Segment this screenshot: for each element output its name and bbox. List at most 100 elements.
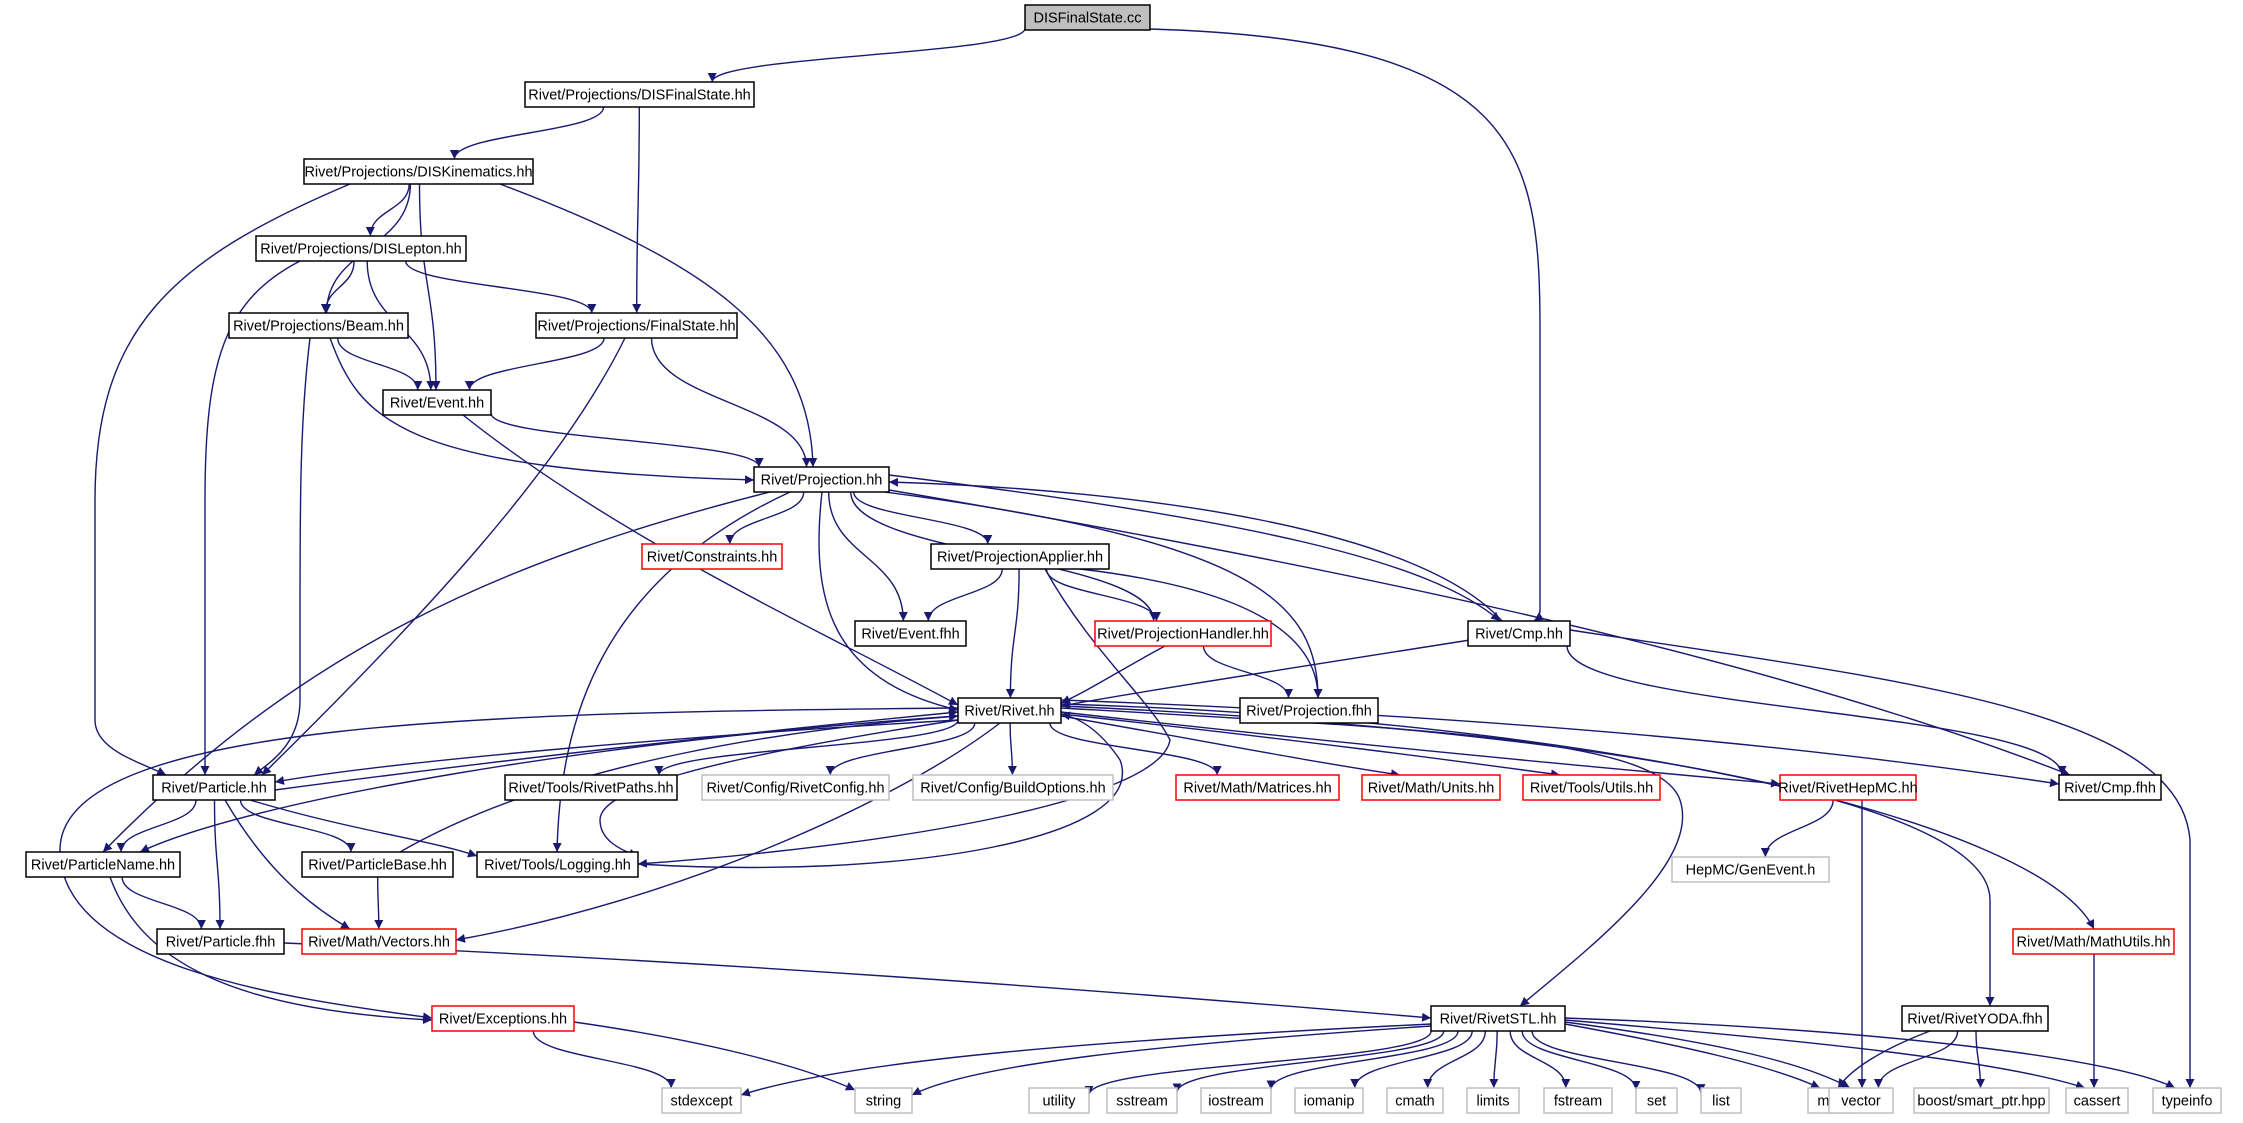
node-box-dkin — [303, 158, 534, 185]
node-boost[interactable]: boost/smart_ptr.hpp — [1913, 1087, 2050, 1114]
node-box-bopt — [912, 774, 1114, 801]
node-box-paths — [504, 774, 678, 801]
node-eventfhh[interactable]: Rivet/Event.fhh — [854, 620, 967, 647]
node-units[interactable]: Rivet/Math/Units.hh — [1361, 774, 1501, 801]
node-projfhh[interactable]: Rivet/Projection.fhh — [1239, 697, 1379, 724]
node-label-stl: Rivet/RivetSTL.hh — [1440, 1012, 1557, 1028]
node-box-typeinfo — [2152, 1087, 2222, 1114]
node-paths[interactable]: Rivet/Tools/RivetPaths.hh — [504, 774, 678, 801]
edge-particle-logging — [249, 799, 478, 858]
node-label-typeinfo: typeinfo — [2162, 1094, 2213, 1110]
node-rivet[interactable]: Rivet/Rivet.hh — [957, 697, 1062, 724]
node-constr[interactable]: Rivet/Constraints.hh — [641, 543, 783, 570]
node-fstream[interactable]: fstream — [1543, 1087, 1613, 1114]
edge-rivet-yoda — [1060, 705, 1995, 1006]
edge-cmp-typeinfo — [1569, 629, 2195, 1088]
node-box-units — [1361, 774, 1501, 801]
node-stl[interactable]: Rivet/RivetSTL.hh — [1430, 1005, 1566, 1032]
node-box-projfhh — [1239, 697, 1379, 724]
node-particle[interactable]: Rivet/Particle.hh — [152, 774, 276, 801]
edge-proj-rivet — [818, 491, 959, 713]
node-label-cmp: Rivet/Cmp.hh — [1475, 627, 1563, 643]
edge-pname-pfhh — [121, 876, 206, 930]
node-cmath[interactable]: cmath — [1386, 1087, 1444, 1114]
node-label-utils: Rivet/Tools/Utils.hh — [1530, 781, 1653, 797]
edge-proj-cmp — [888, 474, 1501, 622]
node-pbase[interactable]: Rivet/ParticleBase.hh — [301, 851, 454, 878]
node-root[interactable]: DISFinalState.cc — [1024, 4, 1151, 31]
edge-papp-projfhh — [1079, 568, 1323, 699]
node-dkin[interactable]: Rivet/Projections/DISKinematics.hh — [303, 158, 534, 185]
node-box-stl — [1430, 1005, 1566, 1032]
node-hepmc[interactable]: Rivet/RivetHepMC.hh — [1778, 774, 1918, 801]
node-label-units: Rivet/Math/Units.hh — [1368, 781, 1495, 797]
node-dfs[interactable]: Rivet/Projections/DISFinalState.hh — [524, 81, 755, 108]
edge-exc-stdexcept — [532, 1030, 676, 1089]
node-label-event: Rivet/Event.hh — [390, 396, 484, 412]
node-pname[interactable]: Rivet/ParticleName.hh — [25, 851, 181, 878]
node-list[interactable]: list — [1700, 1087, 1742, 1114]
node-box-cmpfhh — [2058, 774, 2162, 801]
node-vectors[interactable]: Rivet/Math/Vectors.hh — [301, 928, 457, 955]
node-papp[interactable]: Rivet/ProjectionApplier.hh — [930, 543, 1110, 570]
node-genevent[interactable]: HepMC/GenEvent.h — [1671, 856, 1830, 883]
edge-dkin-proj — [499, 183, 818, 468]
node-set[interactable]: set — [1635, 1087, 1678, 1114]
node-fs[interactable]: Rivet/Projections/FinalState.hh — [535, 312, 738, 339]
edge-particle-pbase — [239, 799, 356, 853]
edge-phand-rivet — [1060, 645, 1166, 704]
node-string[interactable]: string — [854, 1087, 913, 1114]
node-cassert[interactable]: cassert — [2065, 1087, 2129, 1114]
node-label-cassert: cassert — [2074, 1094, 2121, 1110]
node-cmpfhh[interactable]: Rivet/Cmp.fhh — [2058, 774, 2162, 801]
node-phand[interactable]: Rivet/ProjectionHandler.hh — [1094, 620, 1272, 647]
edge-hepmc-genevent — [1760, 799, 1834, 858]
node-box-rivet — [957, 697, 1062, 724]
node-iostream[interactable]: iostream — [1200, 1087, 1272, 1114]
node-box-root — [1024, 4, 1151, 31]
node-mathutils[interactable]: Rivet/Math/MathUtils.hh — [2012, 928, 2175, 955]
edge-stl-cmath — [1423, 1030, 1486, 1089]
node-exc[interactable]: Rivet/Exceptions.hh — [431, 1005, 575, 1032]
node-label-genevent: HepMC/GenEvent.h — [1686, 863, 1816, 879]
node-vector[interactable]: vector — [1828, 1087, 1894, 1114]
node-label-pname: Rivet/ParticleName.hh — [31, 858, 175, 874]
node-yoda[interactable]: Rivet/RivetYODA.fhh — [1901, 1005, 2049, 1032]
node-event[interactable]: Rivet/Event.hh — [382, 389, 492, 416]
node-iomanip[interactable]: iomanip — [1294, 1087, 1364, 1114]
node-cmp[interactable]: Rivet/Cmp.hh — [1467, 620, 1571, 647]
node-box-pbase — [301, 851, 454, 878]
edge-stl-iomanip — [1350, 1030, 1473, 1089]
edge-event-rivet — [462, 414, 959, 706]
node-rconf[interactable]: Rivet/Config/RivetConfig.hh — [701, 774, 890, 801]
edge-beam-event — [337, 337, 423, 391]
edge-proj-cmpfhh — [888, 489, 2071, 776]
node-proj[interactable]: Rivet/Projection.hh — [753, 466, 890, 493]
edge-pbase-rivet — [399, 712, 959, 853]
node-dlep[interactable]: Rivet/Projections/DISLepton.hh — [255, 235, 467, 262]
node-label-hepmc: Rivet/RivetHepMC.hh — [1778, 781, 1917, 797]
edge-phand-projfhh — [1202, 645, 1293, 699]
edge-rivet-pname — [139, 715, 959, 853]
node-stdexcept[interactable]: stdexcept — [661, 1087, 742, 1114]
node-label-utility: utility — [1042, 1094, 1076, 1110]
node-bopt[interactable]: Rivet/Config/BuildOptions.hh — [912, 774, 1114, 801]
edge-rivet-stl — [1060, 707, 1684, 1007]
node-box-proj — [753, 466, 890, 493]
node-beam[interactable]: Rivet/Projections/Beam.hh — [228, 312, 409, 339]
node-utils[interactable]: Rivet/Tools/Utils.hh — [1522, 774, 1661, 801]
node-pfhh[interactable]: Rivet/Particle.fhh — [156, 928, 285, 955]
node-utility[interactable]: utility — [1028, 1087, 1090, 1114]
node-label-pfhh: Rivet/Particle.fhh — [166, 935, 276, 951]
edge-cmp-cmpfhh — [1566, 645, 2067, 776]
node-sstream[interactable]: sstream — [1106, 1087, 1178, 1114]
node-box-fs — [535, 312, 738, 339]
node-box-particle — [152, 774, 276, 801]
node-matrices[interactable]: Rivet/Math/Matrices.hh — [1175, 774, 1340, 801]
node-typeinfo[interactable]: typeinfo — [2152, 1087, 2222, 1114]
node-limits[interactable]: limits — [1466, 1087, 1520, 1114]
node-label-dkin: Rivet/Projections/DISKinematics.hh — [304, 165, 532, 181]
node-label-rconf: Rivet/Config/RivetConfig.hh — [706, 781, 884, 797]
node-logging[interactable]: Rivet/Tools/Logging.hh — [476, 851, 639, 878]
node-box-logging — [476, 851, 639, 878]
